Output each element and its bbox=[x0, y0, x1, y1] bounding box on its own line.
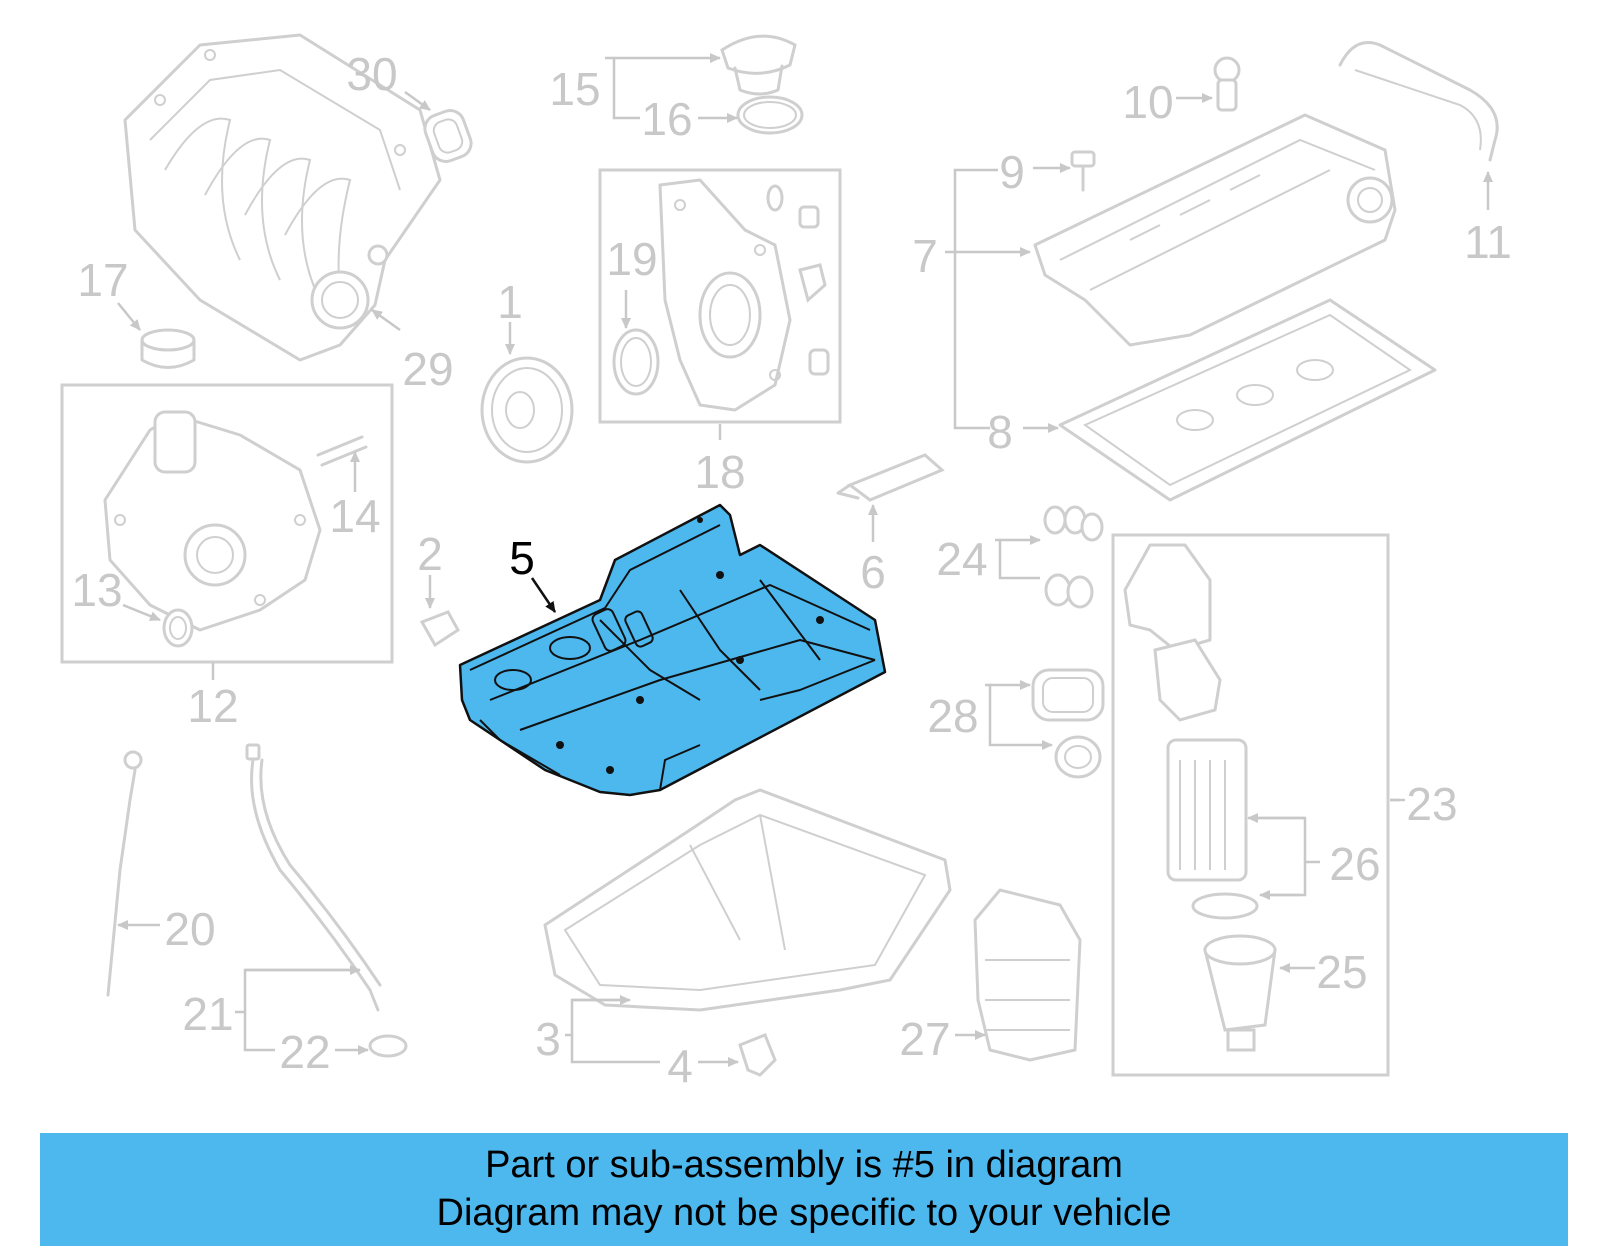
dowel-14 bbox=[316, 435, 368, 467]
breather-hose-11 bbox=[1338, 41, 1499, 162]
callout-8: 8 bbox=[987, 406, 1013, 458]
callout-20: 20 bbox=[164, 903, 215, 955]
callout-24: 24 bbox=[936, 533, 987, 585]
gasket-30 bbox=[423, 109, 473, 163]
oil-pan-3 bbox=[543, 788, 952, 1012]
callout-27: 27 bbox=[899, 1013, 950, 1065]
filter-cap-25 bbox=[1203, 934, 1277, 1052]
callout-18: 18 bbox=[694, 446, 745, 498]
seal-19 bbox=[612, 328, 660, 396]
group-box-18 bbox=[598, 168, 842, 424]
callout-4: 4 bbox=[667, 1040, 693, 1092]
oil-cooler-27 bbox=[973, 888, 1082, 1062]
callout-2: 2 bbox=[417, 528, 443, 580]
filter-housing-23 bbox=[1123, 543, 1222, 722]
leader-lines bbox=[117, 53, 1493, 1067]
callout-19: 19 bbox=[606, 233, 657, 285]
group-box-12 bbox=[60, 383, 394, 664]
callout-22: 22 bbox=[279, 1026, 330, 1078]
callout-21: 21 bbox=[182, 988, 233, 1040]
oil-filler-cap-15 bbox=[720, 34, 797, 96]
gaskets-28 bbox=[1031, 668, 1105, 779]
plug-2 bbox=[419, 610, 460, 648]
timing-cover bbox=[658, 178, 792, 412]
caption-bar: Part or sub-assembly is #5 in diagram Di… bbox=[40, 1133, 1568, 1246]
o-ring-16 bbox=[736, 95, 804, 135]
small-parts-18 bbox=[766, 184, 830, 376]
sensor-10 bbox=[1213, 56, 1241, 112]
callout-28: 28 bbox=[927, 690, 978, 742]
callout-9: 9 bbox=[999, 146, 1025, 198]
intake-manifold bbox=[123, 33, 442, 362]
callout-3: 3 bbox=[535, 1013, 561, 1065]
callout-15: 15 bbox=[549, 63, 600, 115]
callout-13: 13 bbox=[71, 564, 122, 616]
leader-line-5 bbox=[530, 577, 557, 613]
seal-22 bbox=[368, 1034, 408, 1058]
caption-line-1: Part or sub-assembly is #5 in diagram bbox=[485, 1144, 1123, 1186]
callout-16: 16 bbox=[641, 93, 692, 145]
callout-23: 23 bbox=[1406, 778, 1457, 830]
group-box-23 bbox=[1111, 533, 1390, 1077]
dipstick-tube-21 bbox=[245, 743, 382, 1012]
parts-diagram: 1 2 3 4 5 6 7 8 9 10 11 12 13 14 15 16 1… bbox=[60, 33, 1512, 1092]
front-cover bbox=[103, 410, 322, 632]
o-rings-24 bbox=[1043, 505, 1104, 609]
oil-filter-26 bbox=[1166, 738, 1259, 920]
drain-plug-4 bbox=[738, 1033, 777, 1077]
callout-25: 25 bbox=[1316, 946, 1367, 998]
crankshaft-pulley-1 bbox=[480, 356, 574, 464]
dipstick-20 bbox=[106, 750, 143, 997]
callout-17: 17 bbox=[77, 254, 128, 306]
callout-10: 10 bbox=[1122, 76, 1173, 128]
callout-7: 7 bbox=[912, 230, 938, 282]
callout-11: 11 bbox=[1464, 216, 1512, 268]
caption-line-2: Diagram may not be specific to your vehi… bbox=[436, 1192, 1172, 1234]
callout-29: 29 bbox=[402, 343, 453, 395]
valve-cover-7 bbox=[1033, 113, 1397, 347]
seal-17 bbox=[140, 328, 196, 369]
callout-14: 14 bbox=[329, 490, 380, 542]
callout-1: 1 bbox=[497, 276, 523, 328]
upper-oil-pan-5 bbox=[458, 503, 887, 797]
callout-6: 6 bbox=[860, 546, 886, 598]
callout-5: 5 bbox=[509, 532, 535, 584]
seal-13 bbox=[162, 608, 194, 648]
callout-12: 12 bbox=[187, 680, 238, 732]
callout-30: 30 bbox=[346, 48, 397, 100]
sealant-6 bbox=[836, 453, 945, 502]
bolt-9 bbox=[1070, 150, 1096, 192]
valve-cover-gasket-8 bbox=[1058, 298, 1437, 502]
callout-26: 26 bbox=[1329, 838, 1380, 890]
